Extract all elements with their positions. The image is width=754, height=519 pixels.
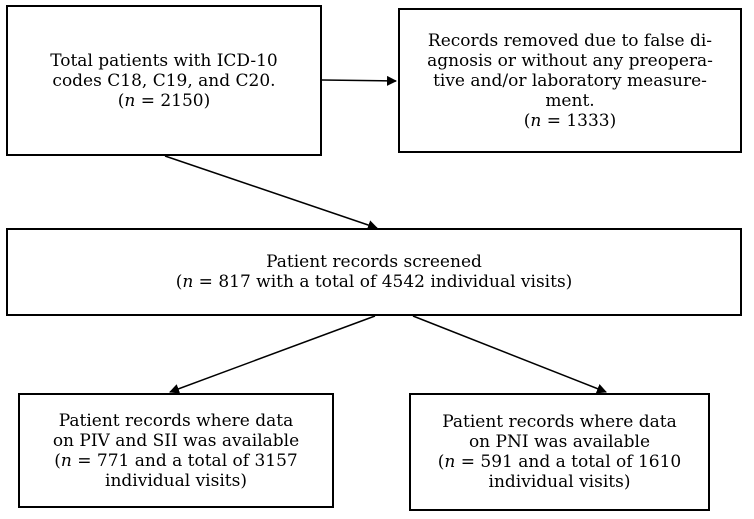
records-screened-count: (n = 817 with a total of 4542 individual… — [175, 272, 573, 292]
pni-count: (n = 591 and a total of 1610 — [437, 452, 682, 472]
total-patients-box: Total patients with ICD-10 codes C18, C1… — [6, 5, 322, 156]
n-symbol: n — [444, 452, 456, 472]
arrow-total-to-screened — [164, 155, 378, 230]
pni-records-box: Patient records where data on PNI was av… — [409, 393, 710, 511]
piv-sii-line-1: Patient records where data — [58, 410, 294, 431]
pni-count-value: = 591 and a total of 1610 — [455, 452, 682, 472]
total-patients-count-value: = 2150) — [135, 90, 211, 111]
records-removed-line-3: tive and/or laboratory measure- — [433, 70, 707, 91]
records-removed-line-1: Records removed due to false di- — [427, 30, 713, 51]
total-patients-count: (n = 2150) — [117, 90, 211, 111]
piv-sii-count: (n = 771 and a total of 3157 — [54, 450, 298, 471]
records-removed-count-value: = 1333) — [541, 110, 617, 131]
pni-line-2: on PNI was available — [468, 432, 651, 452]
piv-sii-line-2: on PIV and SII was available — [52, 430, 300, 451]
n-symbol: n — [124, 90, 136, 111]
piv-sii-count-value: = 771 and a total of 3157 — [71, 450, 298, 471]
records-screened-count-value: = 817 with a total of 4542 individual vi… — [193, 272, 573, 292]
pni-line-1: Patient records where data — [442, 412, 677, 432]
records-screened-box: Patient records screened (n = 817 with a… — [6, 228, 742, 316]
total-patients-line-1: Total patients with ICD-10 — [50, 50, 278, 71]
n-symbol: n — [60, 450, 72, 471]
n-symbol: n — [530, 110, 542, 131]
piv-sii-line-tail: individual visits) — [105, 470, 247, 491]
records-removed-count: (n = 1333) — [523, 110, 617, 131]
records-removed-line-4: ment. — [545, 90, 595, 111]
arrow-total-to-removed — [321, 75, 397, 86]
records-screened-line-1: Patient records screened — [266, 252, 482, 272]
arrow-screened-to-pni — [412, 315, 607, 394]
total-patients-line-2: codes C18, C19, and C20. — [52, 70, 276, 91]
records-removed-line-2: agnosis or without any preopera- — [427, 50, 713, 71]
arrow-screened-to-piv-sii — [169, 315, 376, 394]
pni-line-tail: individual visits) — [488, 472, 631, 492]
piv-sii-records-box: Patient records where data on PIV and SI… — [18, 393, 334, 508]
n-symbol: n — [182, 272, 194, 292]
records-removed-box: Records removed due to false di- agnosis… — [398, 8, 742, 153]
